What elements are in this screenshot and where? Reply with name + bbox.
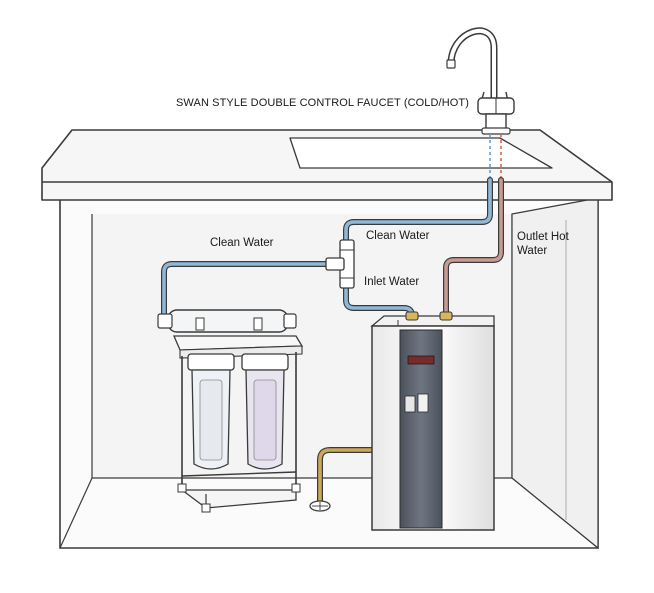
clean-water-label-right: Clean Water	[366, 230, 430, 242]
countertop	[41, 129, 613, 201]
clean-water-label-left: Clean Water	[210, 237, 274, 249]
ro-filter-icon	[157, 309, 304, 513]
heater-display	[407, 355, 435, 365]
water-heater-icon	[370, 311, 495, 531]
inlet-water-label: Inlet Water	[364, 276, 420, 288]
tee-fitting	[325, 239, 355, 289]
faucet-icon	[446, 27, 515, 135]
outlet-hot-water-label-line2: Water	[517, 245, 548, 257]
floor-drain-icon	[309, 500, 331, 512]
sink-basin	[289, 137, 553, 169]
faucet-label: SWAN STYLE DOUBLE CONTROL FAUCET (COLD/H…	[176, 97, 469, 109]
heater-button-left	[404, 395, 416, 413]
heater-button-right	[417, 393, 429, 413]
outlet-hot-water-label-line1: Outlet Hot	[517, 231, 569, 243]
